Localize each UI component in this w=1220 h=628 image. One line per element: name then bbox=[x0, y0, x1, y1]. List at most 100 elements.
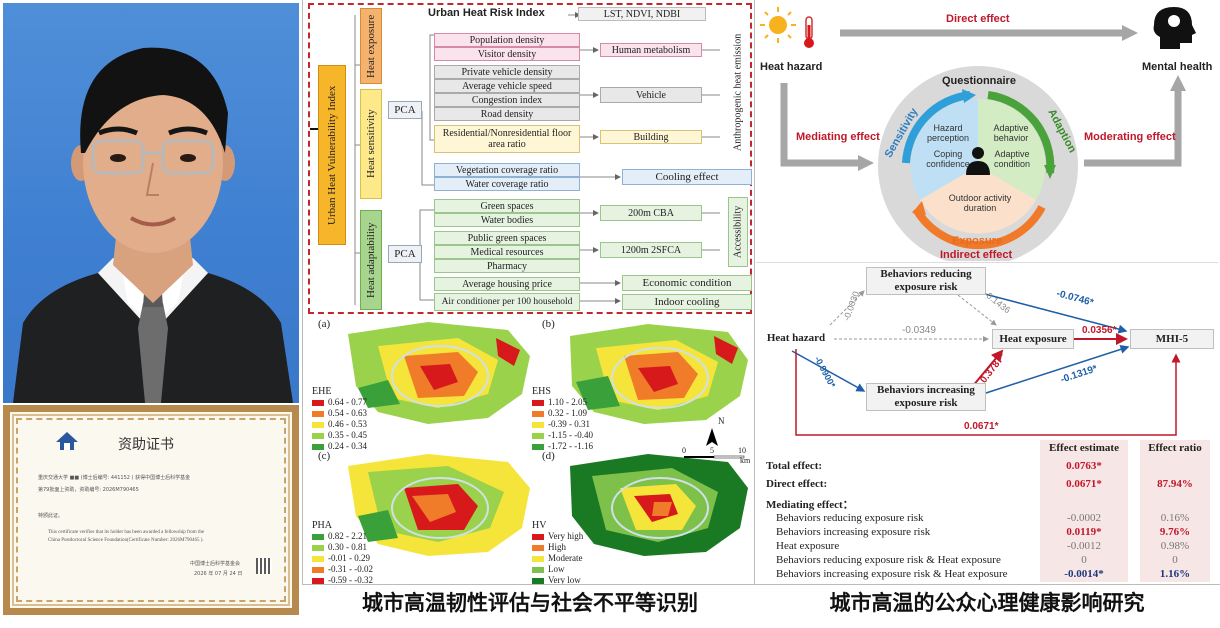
legend-ehs-item: -1.15 - -0.40 bbox=[532, 430, 593, 441]
risk-inputs: LST, NDVI, NDBI bbox=[578, 7, 706, 21]
exposure-label: Exposure bbox=[952, 235, 1003, 247]
floor-area-ratio: Residential/Nonresidential floor area ra… bbox=[434, 125, 580, 153]
vegetation-coverage-ratio: Vegetation coverage ratio bbox=[434, 163, 580, 177]
column-divider bbox=[302, 0, 303, 584]
average-housing-price: Average housing price bbox=[434, 277, 580, 291]
panel-b-label: (b) bbox=[542, 318, 555, 330]
legend-ehs: EHS 1.10 - 2.05 0.32 - 1.09 -0.39 - 0.31… bbox=[532, 386, 593, 452]
table-row: Direct effect: 0.0671* 87.94% bbox=[766, 478, 1193, 490]
mental-health-label: Mental health bbox=[1142, 61, 1213, 73]
mediating-effect-label: Mediating effect bbox=[796, 131, 880, 143]
air-conditioner-per-household: Air conditioner per 100 household bbox=[434, 293, 580, 311]
cooling-effect: Cooling effect bbox=[622, 169, 752, 185]
med-heat-exposure: Heat exposure bbox=[992, 329, 1074, 349]
med-heat-hazard: Heat hazard bbox=[758, 327, 834, 349]
certificate-line5: China Postdoctoral Science Foundation(Ce… bbox=[48, 538, 204, 543]
medical-resources: Medical resources bbox=[434, 245, 580, 259]
adaptive-condition-label: Adaptive condition bbox=[993, 149, 1031, 169]
legend-ehe-item: 0.64 - 0.77 bbox=[312, 397, 367, 408]
column-divider bbox=[754, 0, 755, 584]
legend-hv-item: High bbox=[532, 542, 583, 553]
caption-divider bbox=[302, 584, 1220, 585]
average-vehicle-speed: Average vehicle speed bbox=[434, 79, 580, 93]
coef-hh-he: -0.0349 bbox=[902, 325, 936, 336]
legend-ehe-item: 0.54 - 0.63 bbox=[312, 408, 367, 419]
moderating-effect-label: Moderating effect bbox=[1084, 131, 1176, 143]
legend-ehe-item: 0.35 - 0.45 bbox=[312, 430, 367, 441]
anthropogenic-heat-label: Anthropogenic heat emission bbox=[732, 33, 744, 151]
legend-ehe-title: EHE bbox=[312, 386, 332, 397]
certificate-line4: This certificate verifies that its holde… bbox=[48, 530, 205, 535]
vehicle: Vehicle bbox=[600, 87, 702, 103]
table-row: Total effect: 0.0763* bbox=[766, 460, 1102, 472]
mediation-diagram: Heat hazard Heat exposure MHI-5 Behavior… bbox=[756, 262, 1218, 438]
adaptive-behavior-label: Adaptive behavior bbox=[993, 123, 1029, 143]
portrait-photo bbox=[3, 3, 299, 403]
panel-a-label: (a) bbox=[318, 318, 331, 330]
certificate-line1: 重庆交通大学 ■■ (博士后编号: 441152 ) 获得中国博士后科学基金 bbox=[38, 475, 191, 481]
thermometer-icon bbox=[804, 16, 814, 48]
heat-sensitivity-label: Heat sensitivity bbox=[360, 89, 382, 199]
table-row: Behaviors reducing exposure risk & Heat … bbox=[776, 554, 1178, 566]
med-mhi5: MHI-5 bbox=[1130, 329, 1214, 349]
scale-0: 0 bbox=[682, 446, 686, 455]
legend-ehe-item: 0.24 - 0.34 bbox=[312, 441, 367, 452]
mediation-paths bbox=[791, 286, 1181, 436]
legend-pha: PHA 0.82 - 2.21 0.30 - 0.81 -0.01 - 0.29… bbox=[312, 520, 373, 586]
scale-unit: km bbox=[740, 456, 751, 465]
building: Building bbox=[600, 130, 702, 144]
cba-200m: 200m CBA bbox=[600, 205, 702, 221]
road-density: Road density bbox=[434, 107, 580, 121]
sun-icon bbox=[760, 7, 796, 43]
questionnaire-label: Questionnaire bbox=[942, 75, 1016, 87]
human-metabolism: Human metabolism bbox=[600, 43, 702, 57]
vulnerability-index-label: Urban Heat Vulnerability Index bbox=[318, 65, 346, 245]
direct-effect-label: Direct effect bbox=[946, 13, 1010, 25]
legend-hv-item: Very low bbox=[532, 575, 583, 586]
legend-hv-item: Low bbox=[532, 564, 583, 575]
economic-condition: Economic condition bbox=[622, 275, 752, 291]
indirect-effect-label: Indirect effect bbox=[940, 249, 1013, 261]
legend-ehe-item: 0.46 - 0.53 bbox=[312, 419, 367, 430]
estimate-column-bg bbox=[1040, 440, 1128, 582]
heat-adaptability-label: Heat adaptability bbox=[360, 210, 382, 310]
sfca-1200m: 1200m 2SFCA bbox=[600, 242, 702, 258]
ratio-column-bg bbox=[1140, 440, 1210, 582]
legend-pha-item: -0.31 - -0.02 bbox=[312, 564, 373, 575]
legend-ehs-title: EHS bbox=[532, 386, 551, 397]
pca-box-2: PCA bbox=[388, 245, 422, 263]
private-vehicle-density: Private vehicle density bbox=[434, 65, 580, 79]
legend-hv: HV Very high High Moderate Low Very low bbox=[532, 520, 583, 586]
header-effect-ratio: Effect ratio bbox=[1148, 442, 1202, 454]
table-row: Behaviors reducing exposure risk -0.0002… bbox=[776, 512, 1190, 524]
urban-heat-risk-title: Urban Heat Risk Index bbox=[428, 7, 545, 19]
map-a-shape bbox=[348, 322, 530, 424]
certificate-date: 2026 年 07 月 24 日 bbox=[194, 571, 243, 577]
hazard-perception-label: Hazard perception bbox=[926, 123, 970, 143]
population-density: Population density bbox=[434, 33, 580, 47]
mental-health-graphics bbox=[760, 7, 1196, 261]
legend-pha-item: 0.30 - 0.81 bbox=[312, 542, 373, 553]
legend-pha-item: -0.59 - -0.32 bbox=[312, 575, 373, 586]
caption-left: 城市高温韧性评估与社会不平等识别 bbox=[362, 591, 698, 615]
head-brain-icon bbox=[1153, 7, 1196, 49]
certificate-emblem-icon bbox=[56, 432, 78, 450]
effects-table: Effect estimate Effect ratio Total effec… bbox=[756, 438, 1218, 584]
framework-diagram: Urban Heat Risk Index LST, NDVI, NDBI Ur… bbox=[308, 3, 752, 314]
certificate-title: 资助证书 bbox=[118, 437, 174, 453]
indoor-cooling: Indoor cooling bbox=[622, 294, 752, 310]
scale-10: 10 bbox=[738, 446, 746, 455]
coping-confidence-label: Coping confidence bbox=[926, 149, 970, 169]
scale-5: 5 bbox=[710, 446, 714, 455]
legend-pha-item: 0.82 - 2.21 bbox=[312, 531, 373, 542]
certificate-line2: 第79批面上资助，资助编号: 2026M790465 bbox=[38, 487, 139, 493]
outdoor-activity-label: Outdoor activity duration bbox=[948, 193, 1012, 213]
legend-ehs-item: -1.72 - -1.16 bbox=[532, 441, 593, 452]
map-shapes bbox=[348, 322, 748, 556]
legend-pha-title: PHA bbox=[312, 520, 333, 531]
water-bodies: Water bodies bbox=[434, 213, 580, 227]
green-spaces: Green spaces bbox=[434, 199, 580, 213]
table-row: Behaviors increasing exposure risk 0.011… bbox=[776, 526, 1191, 538]
legend-ehs-item: -0.39 - 0.31 bbox=[532, 419, 593, 430]
legend-pha-item: -0.01 - 0.29 bbox=[312, 553, 373, 564]
